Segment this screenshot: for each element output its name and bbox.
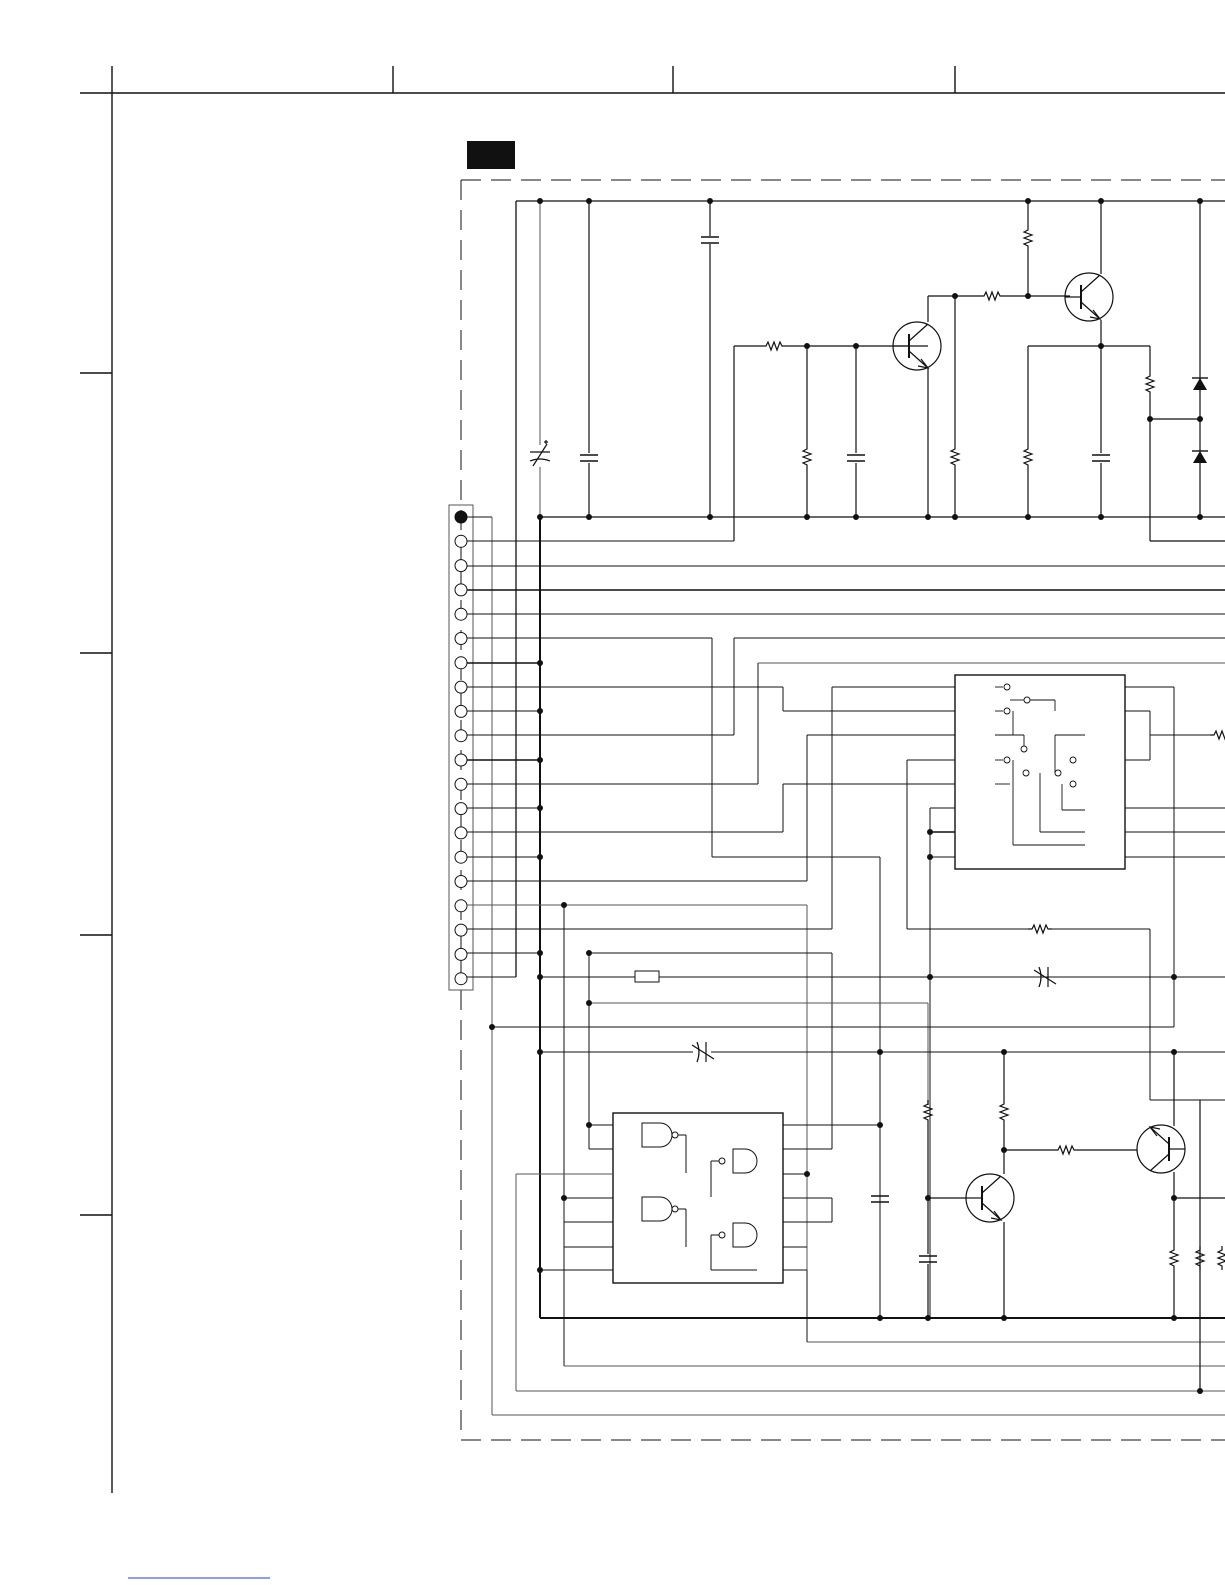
- capacitor-filter-2: [1092, 455, 1110, 461]
- transistor-q4: [1137, 1125, 1185, 1173]
- diode-d1: [1192, 378, 1208, 390]
- capacitor-supply: [701, 237, 719, 243]
- resistor-lower-bias: [924, 1100, 932, 1124]
- resistor-input: [762, 342, 786, 350]
- electrolytic-capacitor-3: [692, 1042, 714, 1062]
- lower-stage-wiring: [928, 1052, 1225, 1391]
- connector-pin: [455, 705, 467, 717]
- connector-pin: [455, 560, 467, 572]
- page-frame: [80, 66, 1225, 1493]
- connector-pin: [455, 900, 467, 912]
- connector-pin: [455, 633, 467, 645]
- connector-pin: [455, 730, 467, 742]
- board-outline: [461, 180, 1225, 1440]
- resistor-emitter: [1024, 445, 1032, 469]
- connector-pin: [455, 535, 467, 547]
- switch-ic: [955, 675, 1125, 869]
- connector-pin: [455, 803, 467, 815]
- capacitor-filter-1: [847, 455, 865, 461]
- connector-pin: [455, 851, 467, 863]
- connector-pin: [455, 657, 467, 669]
- board-label-tag: [467, 141, 515, 169]
- resistor-load-1: [1170, 1246, 1178, 1270]
- capacitor-decoupling-1: [580, 455, 598, 461]
- connector-pin: [455, 973, 467, 985]
- resistor-switch-feedback: [1028, 925, 1052, 933]
- connector-pin: [455, 754, 467, 766]
- transistor-q3: [966, 1174, 1014, 1222]
- transistor-q2: [1065, 273, 1113, 321]
- resistor-collector: [1000, 1100, 1008, 1124]
- connector-pin: [455, 608, 467, 620]
- fuse-link: [635, 971, 659, 982]
- connector-pin: [455, 584, 467, 596]
- resistor-load-3: [1218, 1246, 1225, 1270]
- capacitor-lower: [919, 1256, 937, 1262]
- connector-pin: [455, 876, 467, 888]
- resistor-bias-1: [803, 445, 811, 469]
- upper-junction-dots: [537, 198, 1203, 520]
- resistor-bias-2: [951, 445, 959, 469]
- connector-pin: [455, 948, 467, 960]
- resistor-divider: [1146, 372, 1154, 396]
- connector-pin: [455, 681, 467, 693]
- connector-wiring: [467, 517, 1225, 1415]
- resistor-pullup: [1024, 226, 1032, 250]
- resistor-coupling: [1054, 1146, 1078, 1154]
- connector-pin: [455, 778, 467, 790]
- nand-ic-wiring: [516, 1052, 1225, 1391]
- nand-gate-ic: [613, 1113, 783, 1283]
- connector-pin: [455, 827, 467, 839]
- upper-section-wiring: [540, 201, 1225, 541]
- resistor-base: [980, 292, 1004, 300]
- diode-d2: [1192, 451, 1208, 463]
- connector-pin: [455, 511, 467, 523]
- resistor-output: [1210, 731, 1225, 739]
- connector-pin: [455, 924, 467, 936]
